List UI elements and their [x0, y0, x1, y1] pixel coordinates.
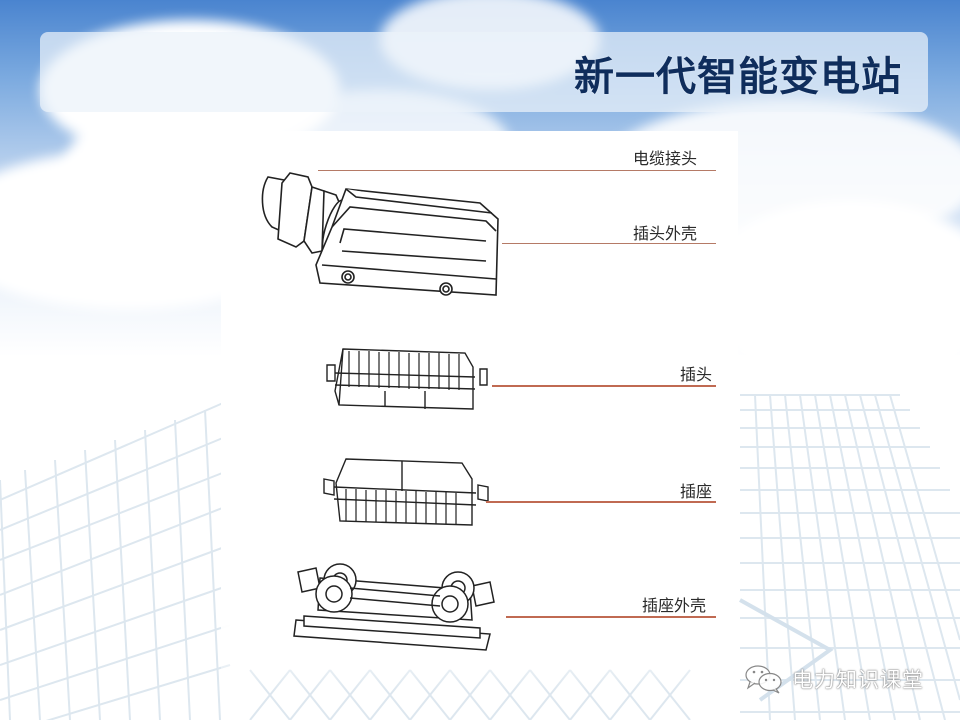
- cloud: [700, 200, 960, 380]
- label-cable-gland: 电缆接头: [633, 149, 698, 168]
- label-socket-housing: 插座外壳: [642, 596, 707, 615]
- leader-line-cable-gland: [318, 170, 716, 171]
- leader-line-socket-insert: [486, 501, 716, 503]
- leader-line-plug-housing: [502, 243, 716, 244]
- slide-title: 新一代智能变电站: [574, 54, 902, 100]
- leader-line-socket-housing: [506, 616, 716, 618]
- watermark-text: 电力知识课堂: [792, 668, 924, 692]
- watermark: 电力知识课堂: [744, 662, 924, 696]
- label-plug-housing: 插头外壳: [633, 224, 698, 243]
- plug-insert-drawing: [326, 348, 488, 410]
- plug-housing-drawing: [315, 188, 499, 296]
- label-socket-insert: 插座: [680, 482, 713, 501]
- leader-line-plug-insert: [492, 385, 716, 387]
- wechat-icon: [745, 665, 782, 694]
- socket-housing-drawing: [293, 563, 495, 651]
- label-plug-insert: 插头: [680, 365, 713, 384]
- socket-insert-drawing: [323, 458, 489, 526]
- title-banner: 新一代智能变电站: [40, 32, 928, 112]
